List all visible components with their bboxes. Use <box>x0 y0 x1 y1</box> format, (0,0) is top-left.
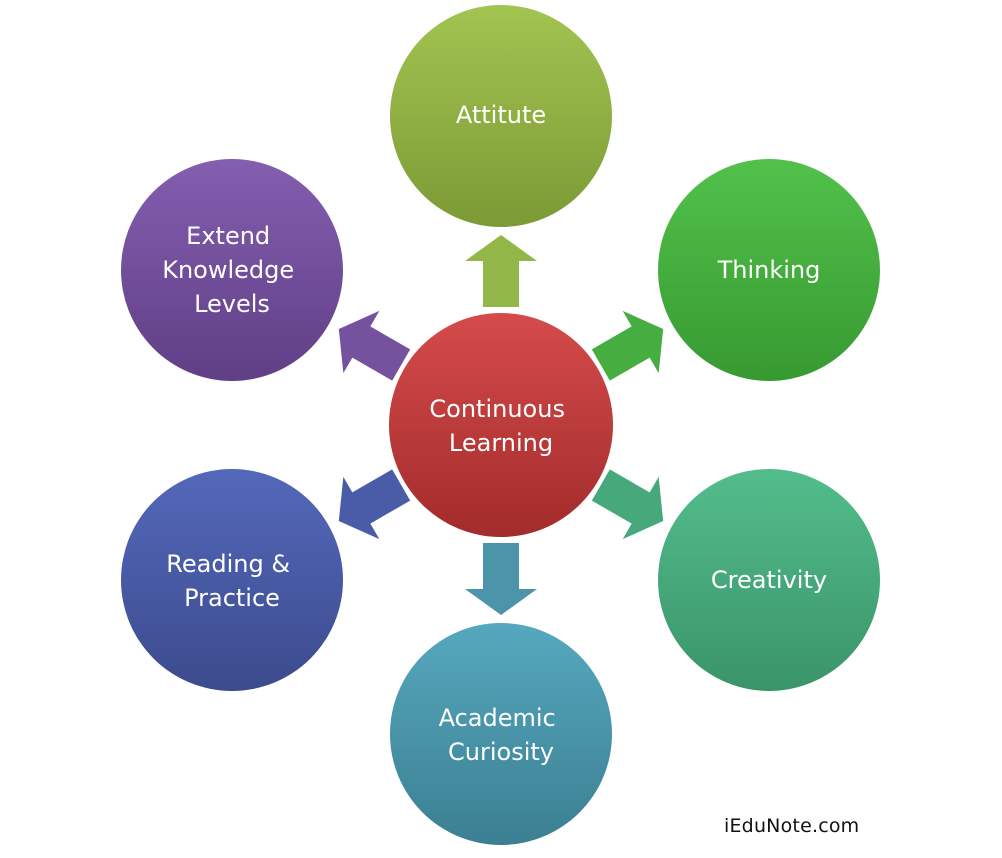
node-creativity-label: Creativity <box>711 566 827 594</box>
node-extend-knowledge-levels-label: Extend Knowledge Levels <box>162 222 302 318</box>
node-attitude-label: Attitute <box>456 101 546 129</box>
center-node-continuous-learning: Continuous Learning <box>389 313 613 537</box>
watermark-text: iEduNote.com <box>724 815 860 837</box>
center-node-label: Continuous Learning <box>429 395 572 457</box>
node-reading-practice-label: Reading & Practice <box>166 550 297 612</box>
arrow-to-creativity <box>591 469 664 540</box>
node-academic-curiosity: Academic Curiosity <box>390 623 612 845</box>
node-creativity: Creativity <box>658 469 880 691</box>
node-reading-practice: Reading & Practice <box>121 469 343 691</box>
node-thinking-label: Thinking <box>717 256 821 284</box>
node-thinking: Thinking <box>658 159 880 381</box>
node-extend-knowledge-levels: Extend Knowledge Levels <box>121 159 343 381</box>
arrow-to-reading-practice <box>338 469 411 540</box>
arrow-to-extend-knowledge-levels <box>338 310 411 381</box>
node-attitude: Attitute <box>390 5 612 227</box>
arrow-to-attitude <box>465 235 537 307</box>
node-academic-curiosity-label: Academic Curiosity <box>439 704 564 766</box>
arrow-to-thinking <box>591 310 664 381</box>
arrow-to-academic-curiosity <box>465 543 537 615</box>
